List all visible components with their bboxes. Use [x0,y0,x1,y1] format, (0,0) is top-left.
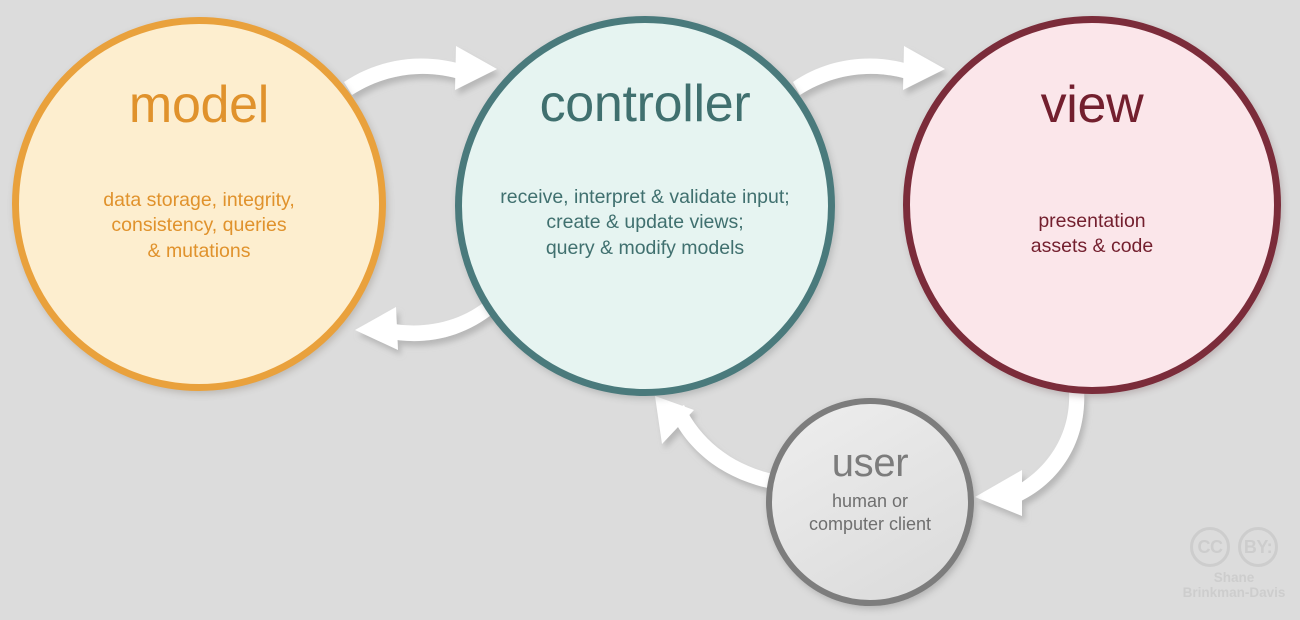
arrow-user-to-controller [655,396,777,489]
cc-marks: CC BY: [1178,527,1290,567]
node-controller[interactable]: controller receive, interpret & validate… [455,16,835,396]
node-view-description: presentation assets & code [1030,210,1154,258]
node-model[interactable]: model data storage, integrity, consisten… [12,17,386,391]
node-user[interactable]: user human or computer client [766,398,974,606]
arrow-model-to-controller [344,46,497,95]
attribution-by-icon: BY: [1238,527,1278,567]
node-controller-description: receive, interpret & validate input; cre… [500,186,790,259]
arrow-controller-to-view [793,46,945,95]
creative-commons-badge: CC BY: Shane Brinkman-Davis [1178,527,1290,600]
arrow-view-to-user [975,390,1085,516]
author-credit: Shane Brinkman-Davis [1182,570,1286,601]
arrow-controller-to-model [355,299,495,350]
node-model-title: model [128,76,270,134]
node-view-title: view [1040,76,1144,134]
node-user-description: human or computer client [808,491,932,535]
node-controller-title: controller [539,75,751,133]
node-view[interactable]: view presentation assets & code [903,16,1281,394]
node-user-title: user [831,441,909,485]
node-model-description: data storage, integrity, consistency, qu… [103,189,295,262]
creative-commons-icon: CC [1190,527,1230,567]
